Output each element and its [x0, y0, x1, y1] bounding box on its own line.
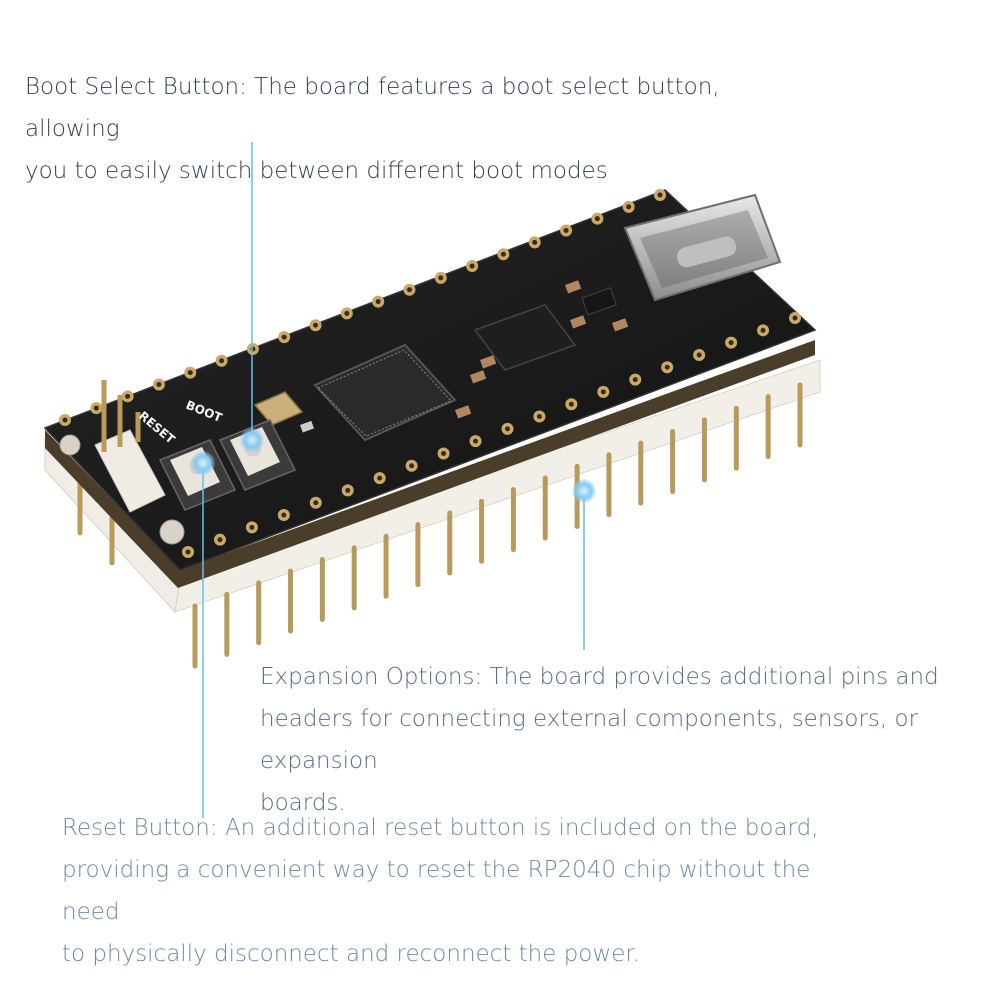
pin-hole-center: [532, 239, 538, 245]
reset-callout-line-3: to physically disconnect and reconnect t…: [62, 941, 640, 967]
rp2040-chip: [313, 343, 457, 442]
reset-callout-line-2: providing a convenient way to reset the …: [62, 857, 811, 925]
pin-hole-center: [406, 287, 412, 293]
pin-hole-center: [632, 377, 638, 383]
boot-select-callout: Boot Select Button: The board features a…: [25, 66, 805, 192]
boot-callout-dot: [240, 428, 264, 452]
pin-hole-center: [62, 417, 68, 423]
pin-hole-center: [568, 401, 574, 407]
pin-hole-center: [281, 334, 287, 340]
swd-header: [94, 380, 166, 513]
pin-hole-center: [345, 487, 351, 493]
pin-hole-center: [344, 310, 350, 316]
pin-hole-center: [409, 463, 415, 469]
pin-hole-center: [156, 381, 162, 387]
chip-pins: [317, 349, 452, 437]
pin-hole-center: [281, 512, 287, 518]
boot-callout-line-2: you to easily switch between different b…: [25, 158, 608, 184]
callout-lines: [202, 142, 585, 818]
expansion-callout: Expansion Options: The board provides ad…: [260, 656, 995, 824]
regulator: [581, 287, 617, 316]
mounting-hole: [159, 519, 185, 545]
expansion-callout-line-1: Expansion Options: The board provides ad…: [260, 664, 939, 690]
pin-hole-center: [185, 549, 191, 555]
pin-hole-center: [594, 216, 600, 222]
pin-hole-center: [792, 315, 798, 321]
boot-callout-line-1: Boot Select Button: The board features a…: [25, 74, 720, 142]
pin-hole-center: [500, 251, 506, 257]
expansion-callout-line-3: boards.: [260, 790, 346, 816]
crystal: [253, 391, 304, 426]
pin-hole-center: [536, 414, 542, 420]
pin-hole-center: [438, 275, 444, 281]
reset-callout: Reset Button: An additional reset button…: [62, 807, 862, 975]
pin-hole-center: [313, 500, 319, 506]
usb-c-port: [623, 193, 782, 302]
pin-hole-center: [187, 370, 193, 376]
pin-hole-center: [250, 346, 256, 352]
pin-hole-center: [375, 299, 381, 305]
pin-hole-center: [664, 364, 670, 370]
flash-chip: [473, 304, 577, 371]
pin-hole-center: [125, 393, 131, 399]
pin-hole-center: [313, 322, 319, 328]
pin-hole-center: [469, 263, 475, 269]
pin-hole-center: [217, 537, 223, 543]
header-pins: [77, 382, 803, 669]
expansion-callout-dot: [572, 479, 596, 503]
pin-hole-center: [728, 340, 734, 346]
smd-components: [300, 280, 629, 433]
pin-holes-bottom-row: [182, 312, 801, 558]
pin-hole-center: [563, 228, 569, 234]
pin-hole-center: [219, 358, 225, 364]
reset-callout-dot: [191, 451, 215, 475]
pin-hole-center: [760, 327, 766, 333]
pin-hole-center: [504, 426, 510, 432]
pin-hole-center: [377, 475, 383, 481]
pin-hole-center: [626, 204, 632, 210]
pin-hole-center: [93, 405, 99, 411]
pin-hole-center: [696, 352, 702, 358]
reset-callout-line-1: Reset Button: An additional reset button…: [62, 815, 819, 841]
pin-hole-center: [473, 438, 479, 444]
pin-hole-center: [657, 192, 663, 198]
mounting-hole: [59, 434, 81, 456]
pin-hole-center: [441, 450, 447, 456]
pin-hole-center: [249, 524, 255, 530]
pin-hole-center: [600, 389, 606, 395]
pin-holes-top-row: [59, 189, 666, 426]
expansion-callout-line-2: headers for connecting external componen…: [260, 706, 919, 774]
